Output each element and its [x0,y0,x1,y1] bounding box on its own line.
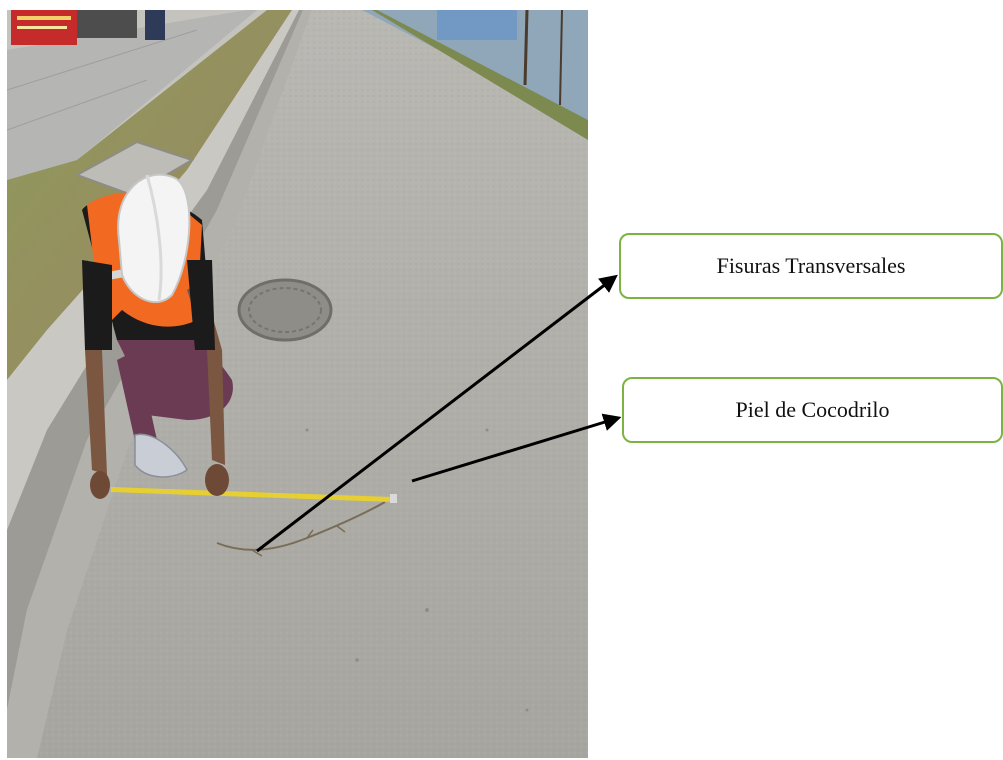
callout-label: Fisuras Transversales [716,253,906,278]
callout-transverse-cracks: Fisuras Transversales [619,233,1003,299]
callout-alligator-cracking: Piel de Cocodrilo [622,377,1003,443]
worker-figure [82,173,233,499]
callout-label: Piel de Cocodrilo [735,397,890,422]
road-inspection-photo [7,10,588,758]
photo-illustration [7,10,588,758]
